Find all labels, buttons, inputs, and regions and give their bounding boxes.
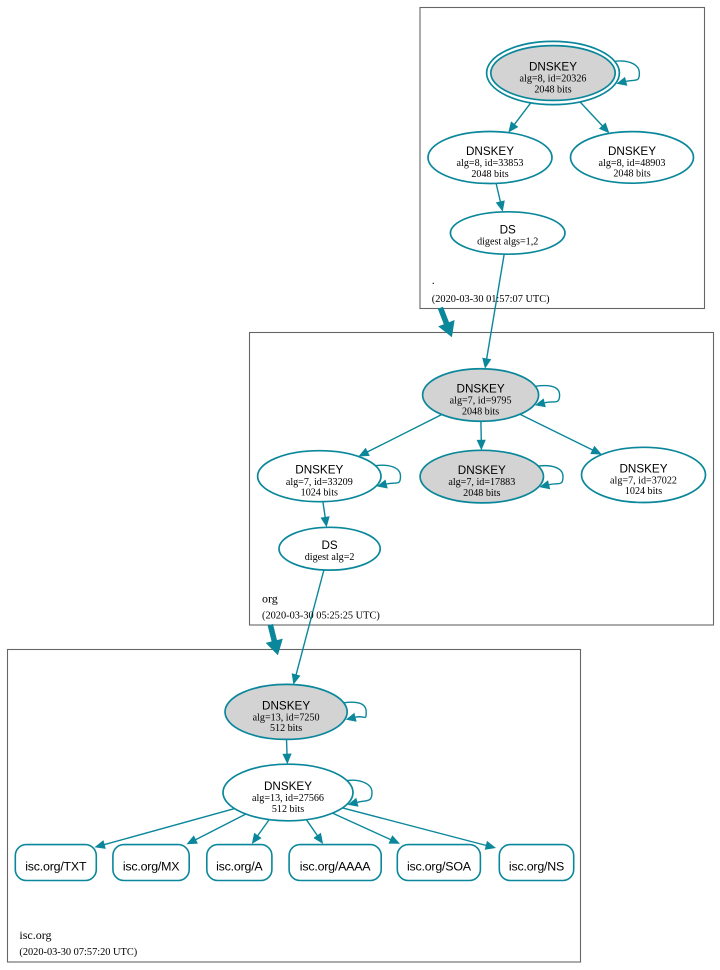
svg-text:DNSKEY: DNSKEY: [458, 464, 506, 477]
svg-text:alg=8, id=33853: alg=8, id=33853: [457, 158, 524, 169]
svg-text:alg=7, id=17883: alg=7, id=17883: [448, 477, 515, 488]
svg-text:DNSKEY: DNSKEY: [262, 699, 310, 712]
svg-text:DNSKEY: DNSKEY: [466, 145, 514, 158]
svg-text:DS: DS: [500, 223, 516, 236]
svg-text:isc.org/TXT: isc.org/TXT: [25, 859, 87, 873]
svg-text:alg=13, id=7250: alg=13, id=7250: [253, 713, 320, 724]
svg-text:alg=8, id=48903: alg=8, id=48903: [599, 158, 666, 169]
svg-text:alg=7, id=37022: alg=7, id=37022: [610, 476, 677, 487]
svg-text:alg=7, id=9795: alg=7, id=9795: [450, 396, 512, 407]
svg-text:2048 bits: 2048 bits: [613, 169, 650, 180]
svg-text:isc.org/NS: isc.org/NS: [509, 859, 564, 873]
svg-text:DNSKEY: DNSKEY: [619, 462, 667, 475]
svg-text:isc.org/AAAA: isc.org/AAAA: [300, 859, 372, 873]
svg-text:DS: DS: [321, 539, 337, 552]
svg-text:DNSKEY: DNSKEY: [529, 60, 577, 73]
svg-text:.: .: [432, 273, 435, 287]
svg-text:2048 bits: 2048 bits: [471, 169, 508, 180]
svg-text:2048 bits: 2048 bits: [534, 84, 571, 95]
svg-text:digest alg=2: digest alg=2: [305, 552, 355, 563]
svg-text:512 bits: 512 bits: [272, 804, 304, 815]
svg-text:digest algs=1,2: digest algs=1,2: [477, 236, 538, 247]
svg-text:isc.org/SOA: isc.org/SOA: [407, 859, 472, 873]
svg-text:alg=13, id=27566: alg=13, id=27566: [252, 793, 324, 804]
svg-text:1024 bits: 1024 bits: [301, 488, 338, 499]
svg-text:DNSKEY: DNSKEY: [608, 145, 656, 158]
svg-text:(2020-03-30 05:25:25 UTC): (2020-03-30 05:25:25 UTC): [262, 611, 380, 622]
svg-text:DNSKEY: DNSKEY: [457, 382, 505, 395]
svg-text:512 bits: 512 bits: [270, 723, 302, 734]
svg-text:2048 bits: 2048 bits: [462, 406, 499, 417]
svg-text:alg=7, id=33209: alg=7, id=33209: [286, 477, 353, 488]
svg-text:isc.org: isc.org: [19, 928, 51, 942]
svg-text:isc.org/A: isc.org/A: [216, 859, 263, 873]
svg-text:1024 bits: 1024 bits: [625, 486, 662, 497]
svg-text:org: org: [262, 592, 278, 606]
svg-text:DNSKEY: DNSKEY: [264, 780, 312, 793]
svg-text:DNSKEY: DNSKEY: [295, 464, 343, 477]
svg-text:2048 bits: 2048 bits: [463, 488, 500, 499]
svg-text:isc.org/MX: isc.org/MX: [123, 859, 180, 873]
svg-text:(2020-03-30 01:57:07 UTC): (2020-03-30 01:57:07 UTC): [432, 294, 550, 305]
svg-text:(2020-03-30 07:57:20 UTC): (2020-03-30 07:57:20 UTC): [19, 947, 137, 958]
svg-text:alg=8, id=20326: alg=8, id=20326: [520, 74, 587, 85]
